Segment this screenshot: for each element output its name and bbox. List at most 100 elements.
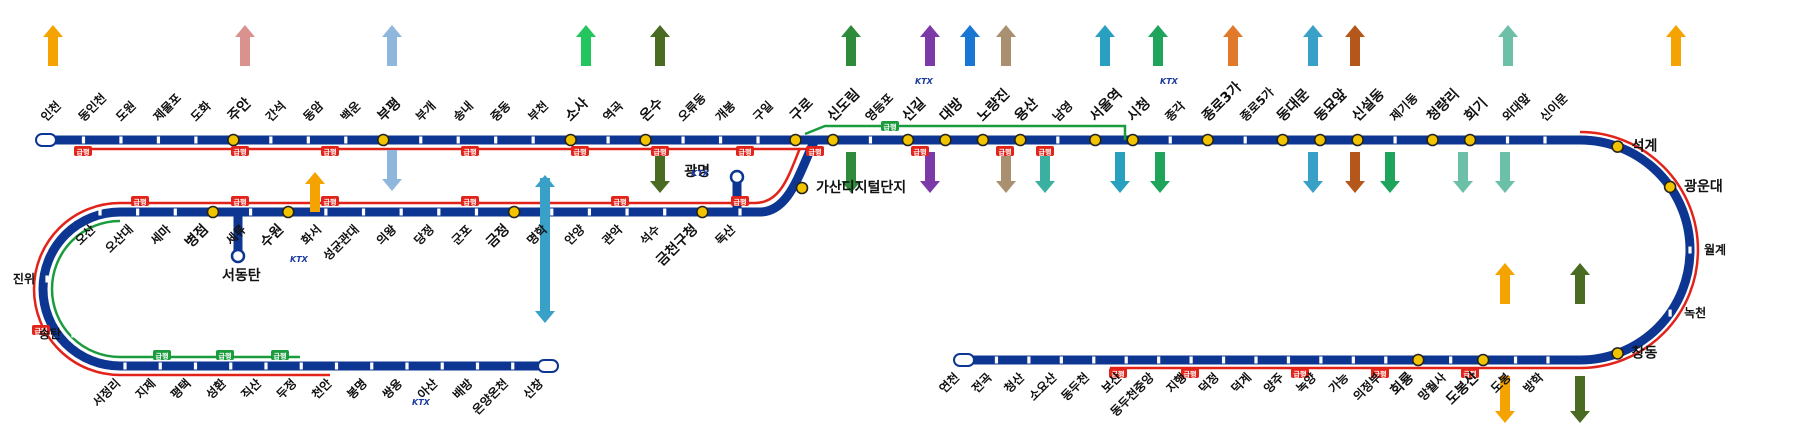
main-station[interactable] bbox=[156, 136, 161, 144]
main-station[interactable] bbox=[1124, 356, 1128, 364]
gyeongbu-station[interactable] bbox=[281, 205, 295, 219]
main-station[interactable] bbox=[1611, 140, 1624, 153]
gyeongbu-station[interactable] bbox=[324, 208, 328, 216]
main-station[interactable] bbox=[119, 136, 123, 144]
main-station[interactable] bbox=[1426, 133, 1439, 147]
main-station[interactable] bbox=[1384, 356, 1388, 364]
main-station[interactable] bbox=[194, 136, 198, 144]
main-station[interactable] bbox=[953, 353, 975, 367]
gyeongbu-station[interactable] bbox=[440, 362, 444, 370]
gyeongbu-station[interactable] bbox=[795, 181, 809, 195]
main-station[interactable] bbox=[1393, 136, 1397, 144]
main-station[interactable] bbox=[976, 133, 990, 147]
gyeongbu-station[interactable] bbox=[193, 362, 198, 370]
gyeongbu-station[interactable] bbox=[399, 208, 403, 216]
gyeongbu-station[interactable] bbox=[696, 205, 709, 219]
main-station[interactable] bbox=[1221, 356, 1226, 364]
main-station[interactable] bbox=[419, 136, 423, 144]
main-station[interactable] bbox=[868, 136, 873, 144]
main-station[interactable] bbox=[227, 133, 240, 147]
main-station[interactable] bbox=[1505, 136, 1510, 144]
gyeongbu-station[interactable] bbox=[264, 362, 268, 370]
main-station[interactable] bbox=[1351, 133, 1364, 147]
main-station[interactable] bbox=[1027, 356, 1031, 364]
main-station[interactable] bbox=[1254, 356, 1258, 364]
arrow-head bbox=[1453, 181, 1473, 193]
gyeongbu-station[interactable] bbox=[334, 362, 339, 370]
main-station[interactable] bbox=[1513, 356, 1518, 364]
gyeongbu-station[interactable] bbox=[550, 208, 554, 216]
main-station[interactable] bbox=[1663, 180, 1677, 194]
main-station[interactable] bbox=[1449, 356, 1453, 364]
main-station[interactable] bbox=[1668, 309, 1672, 317]
main-station[interactable] bbox=[494, 136, 498, 144]
gyeongbu-station[interactable] bbox=[437, 208, 441, 216]
main-station[interactable] bbox=[1059, 356, 1063, 364]
main-station[interactable] bbox=[1014, 133, 1027, 147]
gyeongbu-station[interactable] bbox=[173, 208, 177, 216]
main-station[interactable] bbox=[1201, 133, 1215, 147]
main-station[interactable] bbox=[756, 136, 760, 144]
gyeongbu-station[interactable] bbox=[71, 330, 75, 338]
main-station[interactable] bbox=[269, 136, 273, 144]
main-station[interactable] bbox=[994, 356, 999, 364]
main-station[interactable] bbox=[718, 136, 723, 144]
gyeongbu-station[interactable] bbox=[123, 362, 127, 370]
main-station[interactable] bbox=[1546, 356, 1550, 364]
gyeongbu-station[interactable] bbox=[361, 208, 366, 216]
main-station[interactable] bbox=[789, 133, 802, 147]
main-station[interactable] bbox=[1611, 347, 1624, 360]
main-station[interactable] bbox=[35, 133, 57, 147]
gyeongbu-station[interactable] bbox=[229, 362, 233, 370]
main-station[interactable] bbox=[1463, 133, 1477, 147]
gyeongbu-station[interactable] bbox=[206, 205, 220, 219]
main-station[interactable] bbox=[1286, 356, 1291, 364]
main-station[interactable] bbox=[81, 136, 86, 144]
gyeongbu-station[interactable] bbox=[136, 208, 140, 216]
gyeongbu-station[interactable] bbox=[537, 359, 559, 373]
main-station[interactable] bbox=[1688, 246, 1692, 254]
gyeongbu-station[interactable] bbox=[299, 362, 303, 370]
gyeongbu-station[interactable] bbox=[625, 208, 629, 216]
main-station[interactable] bbox=[1157, 356, 1161, 364]
main-station[interactable] bbox=[1319, 356, 1323, 364]
gyeongbu-station[interactable] bbox=[158, 362, 162, 370]
main-station[interactable] bbox=[456, 136, 460, 144]
gyeongbu-station[interactable] bbox=[405, 362, 409, 370]
main-station[interactable] bbox=[939, 133, 952, 147]
gyeongbu-station[interactable] bbox=[98, 208, 102, 216]
main-station[interactable] bbox=[1476, 353, 1490, 367]
main-station[interactable] bbox=[306, 136, 310, 144]
main-station[interactable] bbox=[1411, 353, 1425, 367]
main-station[interactable] bbox=[1351, 356, 1355, 364]
gyeongbu-station[interactable] bbox=[248, 208, 253, 216]
gyeongbu-station[interactable] bbox=[587, 208, 592, 216]
main-station[interactable] bbox=[606, 136, 610, 144]
main-station[interactable] bbox=[901, 133, 915, 147]
gyeongbu-station[interactable] bbox=[370, 362, 374, 370]
gyeongbu-station[interactable] bbox=[507, 205, 521, 219]
main-station[interactable] bbox=[1126, 133, 1140, 147]
main-station[interactable] bbox=[1092, 356, 1096, 364]
main-station[interactable] bbox=[681, 136, 685, 144]
gyeongbu-station[interactable] bbox=[738, 208, 742, 216]
main-station[interactable] bbox=[1056, 136, 1060, 144]
main-station[interactable] bbox=[1543, 136, 1547, 144]
gyeongbu-station[interactable] bbox=[45, 275, 49, 283]
main-station[interactable] bbox=[344, 136, 348, 144]
main-station[interactable] bbox=[531, 136, 535, 144]
main-station[interactable] bbox=[1313, 133, 1327, 147]
gyeongbu-station[interactable] bbox=[511, 362, 515, 370]
main-station[interactable] bbox=[1189, 356, 1193, 364]
gyeongbu-station[interactable] bbox=[474, 208, 479, 216]
main-station[interactable] bbox=[826, 133, 840, 147]
main-station[interactable] bbox=[1276, 133, 1289, 147]
main-station[interactable] bbox=[1089, 133, 1102, 147]
main-station[interactable] bbox=[1243, 136, 1247, 144]
gyeongbu-station[interactable] bbox=[475, 362, 480, 370]
main-station[interactable] bbox=[564, 133, 577, 147]
main-station[interactable] bbox=[639, 133, 652, 147]
main-station[interactable] bbox=[1168, 136, 1172, 144]
gyeongbu-station[interactable] bbox=[663, 208, 667, 216]
main-station[interactable] bbox=[376, 133, 390, 147]
